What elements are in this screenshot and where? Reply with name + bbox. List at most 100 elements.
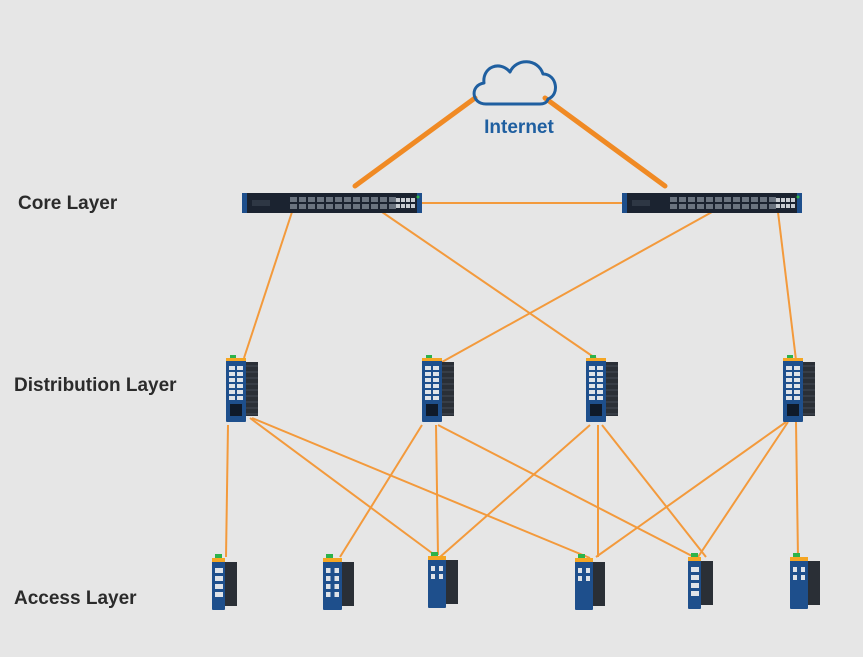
rj45-port xyxy=(793,575,797,580)
sfp-port xyxy=(290,204,297,209)
accent-strip xyxy=(586,358,606,361)
sfp-bay xyxy=(230,404,242,416)
rj45-port xyxy=(794,372,800,376)
sfp-port xyxy=(688,204,695,209)
rj45-port xyxy=(597,372,603,376)
network-link xyxy=(795,421,799,559)
rj45-port xyxy=(215,584,223,589)
rj45-port xyxy=(794,366,800,370)
switch-ear xyxy=(417,193,422,213)
rj45-port xyxy=(334,568,339,573)
rj45-port xyxy=(326,568,331,573)
heatsink-fins xyxy=(223,562,237,606)
rj45-port xyxy=(589,384,595,388)
internet-uplink xyxy=(542,95,668,189)
sfp-port xyxy=(688,197,695,202)
sfp-port xyxy=(335,204,342,209)
rj45-port xyxy=(229,396,235,400)
network-link xyxy=(697,421,789,558)
network-link xyxy=(339,424,423,558)
core-layer-label: Core Layer xyxy=(18,193,118,214)
rj45-port xyxy=(215,592,223,597)
access-switch-3 xyxy=(428,552,458,608)
rj45-port xyxy=(326,584,331,589)
rj45-port xyxy=(786,204,790,208)
terminal-block xyxy=(230,355,236,358)
rj45-port xyxy=(425,396,431,400)
terminal-block xyxy=(578,554,585,558)
rj45-port xyxy=(237,390,243,394)
switch-ear xyxy=(242,193,247,213)
sfp-port xyxy=(715,197,722,202)
sfp-port xyxy=(760,204,767,209)
rj45-port xyxy=(597,384,603,388)
sfp-port xyxy=(317,197,324,202)
sfp-port xyxy=(733,197,740,202)
sfp-port xyxy=(706,204,713,209)
terminal-block xyxy=(431,552,438,556)
sfp-port xyxy=(353,197,360,202)
sfp-port xyxy=(362,197,369,202)
network-link xyxy=(251,417,591,559)
sfp-port xyxy=(724,197,731,202)
sfp-port xyxy=(362,204,369,209)
distribution-switch-1 xyxy=(226,355,258,422)
sfp-port xyxy=(715,204,722,209)
rj45-port xyxy=(425,384,431,388)
rj45-port xyxy=(691,575,699,580)
accent-strip xyxy=(422,358,442,361)
terminal-block xyxy=(426,355,432,358)
status-led xyxy=(416,195,420,199)
rj45-port xyxy=(401,204,405,208)
sfp-port xyxy=(344,204,351,209)
sfp-port xyxy=(697,197,704,202)
devices-group xyxy=(212,193,820,610)
console-panel xyxy=(632,200,650,206)
rj45-port xyxy=(794,384,800,388)
heatsink-fins xyxy=(340,562,354,606)
sfp-port xyxy=(760,197,767,202)
rj45-port xyxy=(589,390,595,394)
rj45-port xyxy=(791,198,795,202)
rj45-port xyxy=(786,396,792,400)
rj45-port xyxy=(237,372,243,376)
sfp-bay xyxy=(426,404,438,416)
rj45-port xyxy=(586,568,590,573)
rj45-port xyxy=(776,204,780,208)
access-layer-label: Access Layer xyxy=(14,588,137,609)
sfp-port xyxy=(335,197,342,202)
accent-strip xyxy=(428,556,446,560)
din-rail-switch-icon xyxy=(428,556,446,608)
rj45-port xyxy=(801,575,805,580)
heatsink-fins xyxy=(444,560,458,604)
status-led xyxy=(796,195,800,199)
distribution-layer-label: Distribution Layer xyxy=(14,375,177,396)
rj45-port xyxy=(791,204,795,208)
sfp-port xyxy=(299,204,306,209)
rj45-port xyxy=(326,576,331,581)
sfp-port xyxy=(326,204,333,209)
network-link xyxy=(441,211,713,363)
internet-label: Internet xyxy=(484,117,554,138)
rj45-port xyxy=(237,396,243,400)
sfp-port xyxy=(769,204,776,209)
heatsink-fins xyxy=(699,561,713,605)
network-link xyxy=(595,421,787,558)
rj45-port xyxy=(578,568,582,573)
sfp-port xyxy=(389,204,396,209)
rj45-port xyxy=(396,204,400,208)
sfp-port xyxy=(733,204,740,209)
rj45-port xyxy=(433,384,439,388)
rj45-port xyxy=(237,366,243,370)
rj45-port xyxy=(794,378,800,382)
accent-strip xyxy=(212,558,225,562)
access-switch-4 xyxy=(575,554,605,610)
rj45-port xyxy=(586,576,590,581)
rj45-port xyxy=(326,592,331,597)
rj45-port xyxy=(589,372,595,376)
core-switch-right xyxy=(622,193,802,213)
rj45-port xyxy=(237,384,243,388)
sfp-port xyxy=(670,197,677,202)
rj45-port xyxy=(786,390,792,394)
